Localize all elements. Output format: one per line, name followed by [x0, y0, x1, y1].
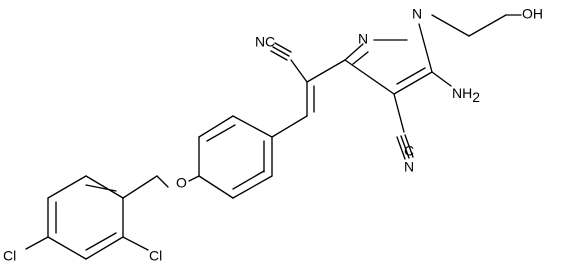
bond-n2-c3-inner: [352, 51, 369, 65]
bond-cn-triple-b: [404, 134, 414, 158]
bond-dc-cl-ortho: [122, 236, 149, 251]
atom-label-vinyl-nitrile-c: C: [265, 34, 275, 50]
bond-o-ch2: [156, 175, 169, 188]
atom-label-o-ether: O: [176, 175, 187, 191]
bond-ph-1: [232, 115, 273, 138]
bond-n1-c5: [418, 23, 433, 73]
bond-ch2-ch2: [468, 14, 507, 37]
atom-label-cl-para: Cl: [3, 248, 16, 264]
bond-ph-2-inner: [206, 124, 236, 142]
bond-dc-5-inner: [85, 232, 117, 251]
bond-c3-c4: [344, 59, 395, 95]
bond-cn-triple-c: [396, 136, 406, 160]
bond-c4-c5-inner: [396, 67, 426, 85]
bond-ch2-dcph: [122, 175, 158, 199]
bond-c4-cn: [393, 93, 405, 133]
atom-label-vinyl-nitrile-n: N: [255, 34, 265, 50]
bond-ph-5-inner: [232, 170, 265, 190]
atom-label-nh2: NH2: [452, 85, 480, 105]
atom-label-nh2-subscript: 2: [472, 89, 480, 105]
bond-vcn-triple-a: [272, 46, 290, 57]
bond-dc-4: [47, 236, 87, 260]
bond-dc-1-inner: [85, 184, 117, 192]
bond-n2-c3: [344, 43, 364, 61]
bond-ph-4: [198, 175, 234, 199]
atom-label-n1: N: [412, 6, 422, 22]
bond-c5-nh2: [431, 71, 452, 87]
bond-ph-5: [232, 175, 273, 199]
atom-label-ring-nitrile-n: N: [404, 159, 414, 175]
bond-vcn-triple-b: [274, 42, 292, 53]
atom-label-nh: NH: [452, 85, 472, 101]
bond-dc-1: [85, 175, 124, 199]
bond-ch-phenyl: [271, 115, 308, 138]
bond-ph-o: [188, 175, 200, 182]
atom-label-oh: OH: [522, 6, 543, 22]
bond-ph-2: [198, 115, 234, 138]
atom-label-n2: N: [358, 31, 368, 47]
bond-c3-cvinyl: [306, 59, 346, 83]
bond-cn-triple-a: [400, 135, 410, 159]
bond-c4-c5: [393, 71, 433, 95]
atom-label-cl-ortho: Cl: [149, 248, 162, 264]
bond-dc-cl-para: [25, 236, 49, 250]
bond-cvinyl-cn: [290, 59, 308, 83]
atom-label-ring-nitrile-c: C: [404, 143, 414, 159]
bond-dc-5: [85, 236, 124, 260]
bonds: [25, 14, 522, 260]
bond-dc-2: [47, 175, 87, 199]
atom-labels: N N OH NH2 N C N C O Cl Cl: [3, 6, 543, 264]
bond-n1-ch2: [431, 14, 470, 37]
bond-vcn-triple-c: [270, 50, 288, 61]
